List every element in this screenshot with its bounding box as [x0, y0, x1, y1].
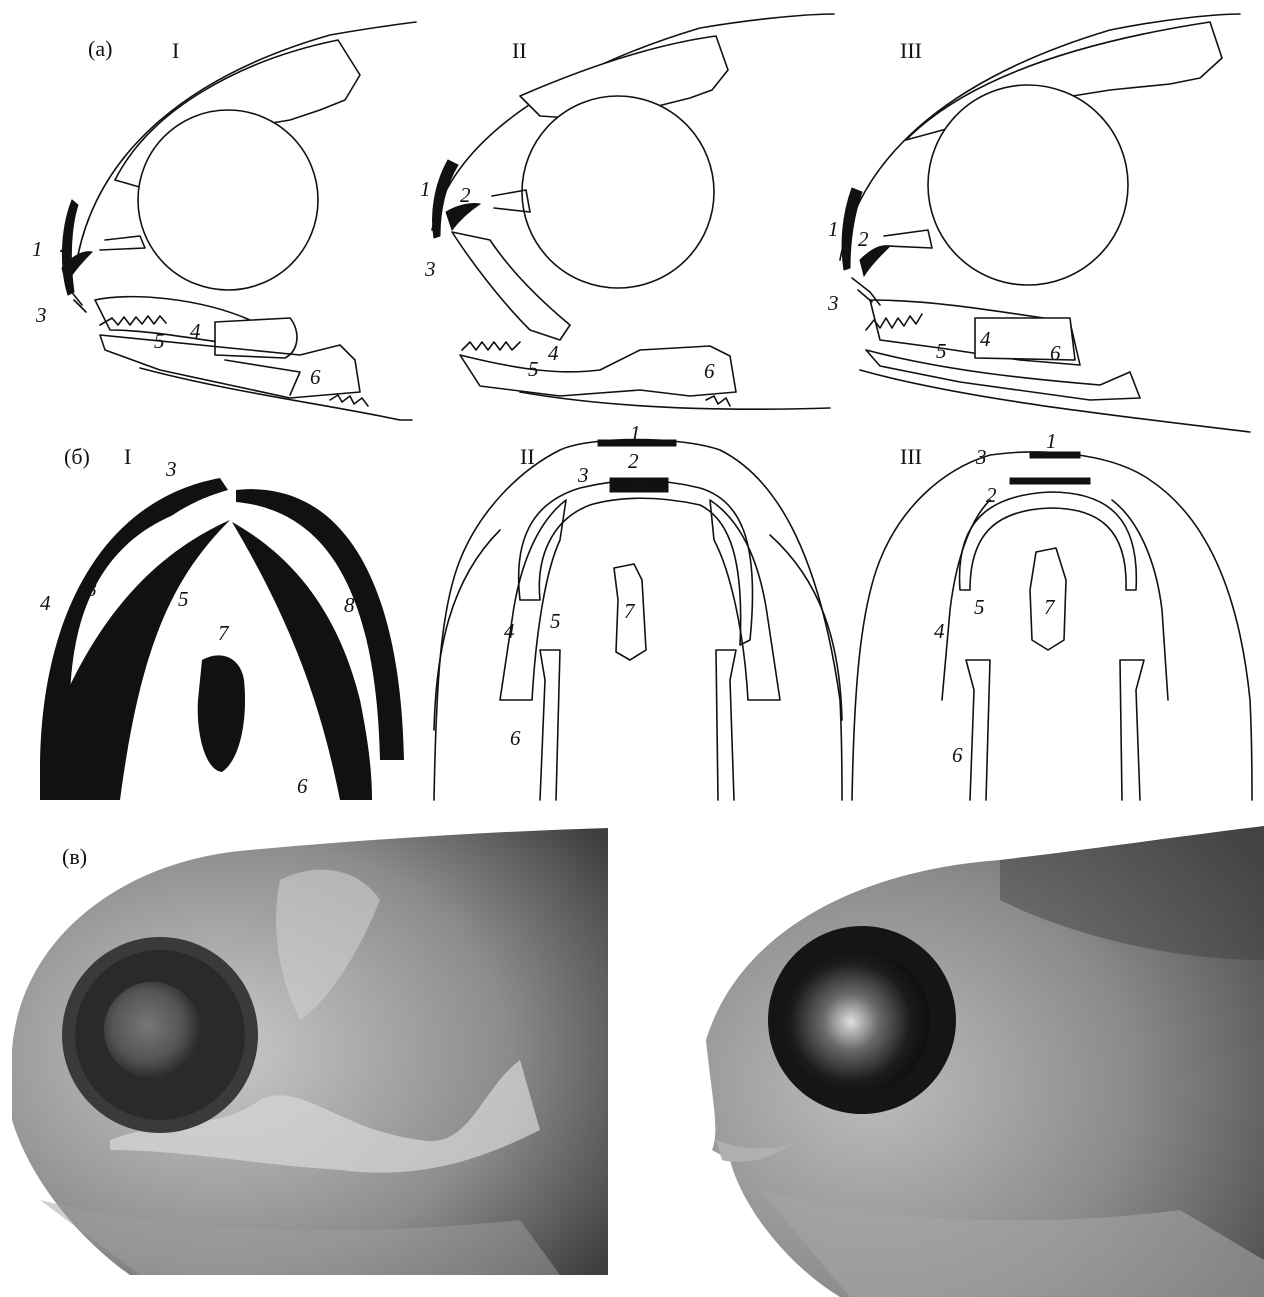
label-a3-4: 4 [980, 327, 991, 351]
label-b1-6: 6 [297, 774, 308, 798]
label-b1-3: 3 [165, 457, 177, 481]
urohyal-blotch [198, 655, 245, 772]
label-b3-7: 7 [1044, 595, 1056, 619]
label-b1-8-left: 8 [86, 577, 97, 601]
label-b3-3: 3 [975, 445, 987, 469]
label-b2-3: 3 [577, 463, 589, 487]
label-a3-3: 3 [827, 291, 839, 315]
label-a2-3: 3 [424, 257, 436, 281]
panel-b-column-1: I [124, 444, 131, 469]
label-a3-5: 5 [936, 339, 947, 363]
label-a3-2: 2 [858, 227, 869, 251]
panel-a-tag: (а) [88, 36, 112, 61]
orbit-1 [138, 110, 318, 290]
panel-a: (а) I II III 1 2 3 4 5 6 [32, 14, 1250, 432]
label-b3-6: 6 [952, 743, 963, 767]
jaw-specimen-1: 3 4 5 6 7 8 8 [40, 457, 404, 800]
eye-pupil-2 [786, 950, 930, 1094]
fish-head-photo-1: (в) [12, 828, 608, 1275]
label-a2-6: 6 [704, 359, 715, 383]
panel-a-column-2: II [512, 38, 527, 63]
orbit-2 [522, 96, 714, 288]
label-b2-6: 6 [510, 726, 521, 750]
panel-b-column-3: III [900, 444, 922, 469]
label-b1-7: 7 [218, 621, 230, 645]
skull-drawing-1: 1 2 3 4 5 6 [32, 22, 416, 420]
panel-b-column-2: II [520, 444, 535, 469]
orbit-3 [928, 85, 1128, 285]
label-b2-4: 4 [504, 619, 515, 643]
label-b3-1: 1 [1046, 429, 1057, 453]
label-b2-7: 7 [624, 599, 636, 623]
label-a3-6: 6 [1050, 341, 1061, 365]
label-a3-1: 1 [828, 217, 839, 241]
label-a2-4: 4 [548, 341, 559, 365]
eye-pupil-1 [104, 982, 200, 1078]
label-b2-1: 1 [630, 421, 641, 445]
skull-drawing-2: 1 2 3 4 5 6 [420, 14, 834, 409]
label-b1-8-right: 8 [344, 593, 355, 617]
label-b3-4: 4 [934, 619, 945, 643]
label-b2-2: 2 [628, 449, 639, 473]
jaw-drawing-3: 1 2 3 4 5 6 7 [852, 429, 1252, 800]
skull-drawing-3: 1 2 3 4 5 6 [827, 14, 1250, 432]
panel-c: (в) [12, 826, 1264, 1297]
label-b3-5: 5 [974, 595, 985, 619]
label-a1-2: 2 [60, 233, 71, 257]
panel-b-tag: (б) [64, 444, 90, 469]
panel-a-column-3: III [900, 38, 922, 63]
label-a2-1: 1 [420, 177, 431, 201]
label-b1-4: 4 [40, 591, 51, 615]
jaw-drawing-2: 1 2 3 4 5 6 7 [434, 421, 842, 800]
label-b3-2: 2 [986, 483, 997, 507]
label-a1-1: 1 [32, 237, 43, 261]
label-a2-5: 5 [528, 357, 539, 381]
label-a1-4: 4 [190, 319, 201, 343]
panel-b: (б) I II III 3 4 5 6 7 8 8 [40, 421, 1252, 800]
label-a2-2: 2 [460, 183, 471, 207]
fish-head-photo-2 [706, 826, 1264, 1297]
label-b2-5: 5 [550, 609, 561, 633]
label-a1-5: 5 [154, 329, 165, 353]
label-b1-5: 5 [178, 587, 189, 611]
panel-c-tag: (в) [62, 844, 87, 869]
label-a1-6: 6 [310, 365, 321, 389]
panel-a-column-1: I [172, 38, 179, 63]
label-a1-3: 3 [35, 303, 47, 327]
